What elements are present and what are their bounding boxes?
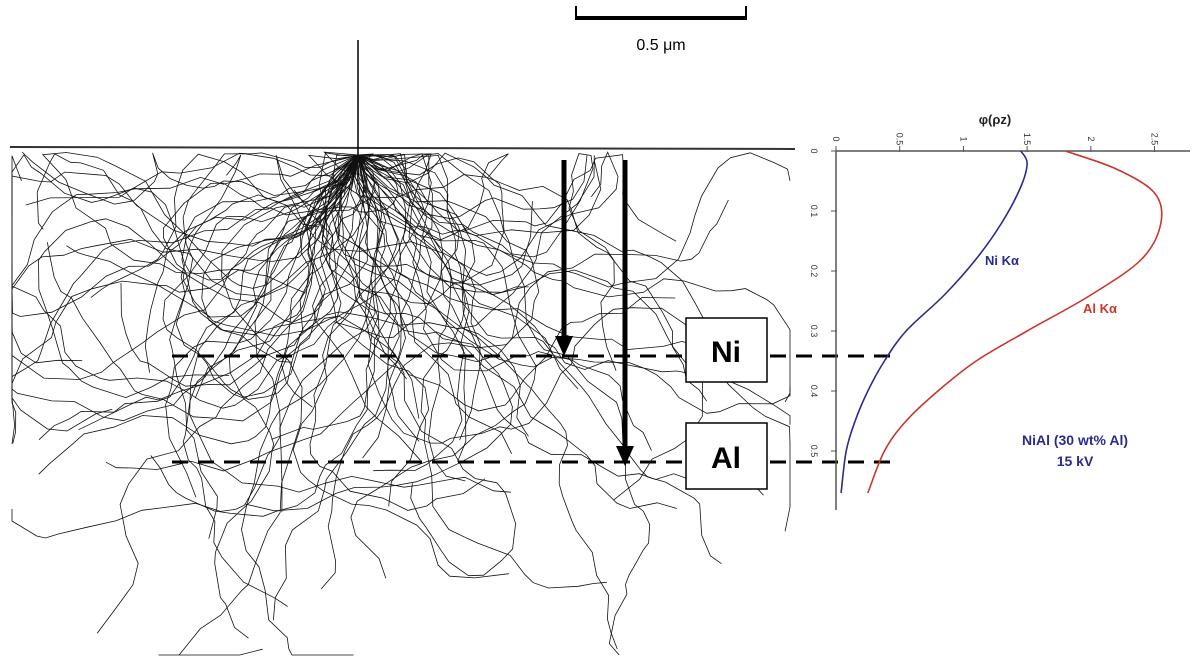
plot-x-tick-label: 1	[958, 136, 968, 141]
electron-trajectory	[36, 153, 375, 297]
electron-trajectory	[320, 154, 540, 590]
plot-y-tick-label: 0.4	[809, 385, 819, 398]
electron-trajectory	[344, 154, 407, 380]
electron-trajectory	[38, 154, 359, 475]
scale-bar: 0.5 μm	[575, 6, 747, 54]
electron-trajectory	[359, 152, 791, 288]
electron-trajectory	[357, 154, 791, 414]
electron-trajectory	[356, 154, 402, 459]
plot-annotation-alloy: NiAl (30 wt% Al)	[1022, 432, 1128, 448]
electron-trajectory	[351, 154, 791, 425]
series-label-al-ka: Al Kα	[1083, 301, 1117, 316]
electron-trajectory	[275, 151, 619, 276]
electron-trajectory	[41, 152, 358, 294]
electron-trajectory	[309, 154, 486, 511]
electron-trajectory	[175, 154, 365, 400]
electron-trajectory	[358, 154, 764, 496]
series-line-ni-ka	[840, 150, 1028, 494]
ni-depth-arrow	[555, 160, 573, 356]
series-line-al-ka	[867, 150, 1163, 494]
electron-trajectory	[194, 154, 361, 399]
electron-trajectory	[21, 151, 358, 205]
electron-trajectory	[356, 154, 483, 441]
plot-x-tick-label: 0.5	[895, 133, 905, 146]
electron-trajectory	[357, 154, 607, 589]
electron-trajectory	[25, 152, 359, 206]
electron-trajectory	[38, 154, 358, 399]
electron-trajectory	[11, 154, 357, 281]
electron-trajectory	[357, 154, 618, 650]
electron-trajectory	[357, 154, 791, 532]
electron-trajectory	[357, 154, 651, 656]
electron-trajectory	[165, 154, 357, 498]
electron-trajectory	[244, 154, 513, 512]
electron-trajectory	[11, 154, 360, 432]
electron-trajectory	[169, 153, 359, 539]
scale-bar-label: 0.5 μm	[636, 37, 685, 54]
electron-trajectory	[11, 154, 358, 422]
electron-trajectory	[321, 154, 689, 444]
electron-trajectory	[144, 154, 360, 373]
electron-trajectory	[358, 153, 617, 371]
electron-trajectory	[292, 154, 510, 579]
plot-x-tick-label: 0	[831, 136, 841, 141]
electron-trajectory	[359, 154, 722, 565]
electron-trajectory	[359, 154, 467, 462]
plot-title: φ(ρz)	[979, 112, 1012, 127]
plot-y-tick-label: 0.1	[809, 205, 819, 218]
electron-trajectory	[38, 154, 359, 440]
electron-trajectory	[162, 154, 399, 363]
al-label-box: Al	[685, 422, 768, 490]
electron-trajectory	[78, 154, 361, 431]
ni-label: Ni	[711, 336, 741, 369]
phi-rho-z-plot: φ(ρz) 0 0.5 1 1.5 2 2.5 0 0.1 0.2 0.3 0.4 0.5 Ni K…	[809, 112, 1190, 510]
electron-trajectory	[11, 154, 358, 380]
electron-trajectory	[359, 154, 652, 451]
plot-x-tick-label: 2.5	[1150, 133, 1160, 146]
electron-trajectory	[350, 154, 537, 579]
electron-trajectory	[150, 154, 403, 517]
electron-trajectory	[90, 153, 359, 298]
electron-trajectory	[158, 154, 359, 656]
plot-y-tick-label: 0.5	[809, 445, 819, 458]
electron-trajectory	[323, 151, 517, 577]
plot-x-tick-label: 2	[1086, 136, 1096, 141]
electron-trajectory	[189, 154, 511, 493]
series-label-ni-ka: Ni Kα	[985, 253, 1019, 268]
electron-trajectory	[201, 154, 358, 336]
specimen-surface-line	[9, 146, 796, 150]
electron-trajectory	[181, 153, 432, 337]
electron-trajectory	[241, 154, 407, 656]
electron-trajectory	[358, 153, 509, 241]
plot-y-ticks: 0 0.1 0.2 0.3 0.4 0.5	[809, 148, 837, 457]
electron-trajectory	[358, 154, 579, 390]
electron-trajectory	[319, 154, 678, 509]
plot-y-tick-label: 0.2	[809, 265, 819, 278]
electron-trajectories	[11, 151, 791, 656]
electron-trajectory	[120, 154, 360, 387]
plot-y-tick-label: 0	[809, 148, 819, 153]
plot-x-tick-label: 1.5	[1022, 133, 1032, 146]
electron-trajectory	[319, 154, 430, 507]
electron-trajectory	[356, 154, 729, 363]
al-depth-arrow	[616, 160, 634, 466]
electron-trajectory	[331, 154, 533, 286]
electron-trajectory	[354, 154, 466, 482]
electron-trajectory	[11, 154, 358, 409]
al-label: Al	[711, 442, 741, 475]
ni-label-box: Ni	[685, 317, 768, 383]
electron-trajectory	[182, 154, 358, 607]
plot-annotation-voltage: 15 kV	[1057, 453, 1094, 469]
plot-y-tick-label: 0.3	[809, 325, 819, 338]
electron-trajectory	[214, 154, 359, 639]
electron-trajectory	[334, 154, 420, 442]
electron-trajectory	[281, 154, 359, 408]
electron-trajectory	[66, 154, 358, 318]
plot-x-ticks: 0 0.5 1 1.5 2 2.5	[831, 133, 1160, 152]
electron-trajectory	[356, 154, 588, 220]
electron-trajectory	[298, 153, 602, 336]
